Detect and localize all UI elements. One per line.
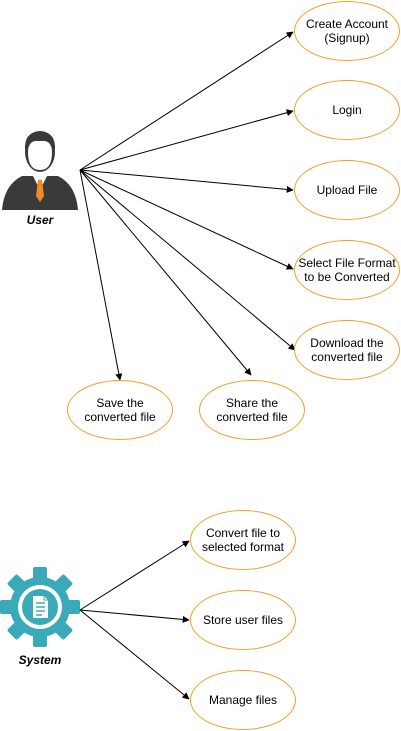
use-case-convert[interactable]: Convert file to selected format [190,510,296,570]
user-actor-icon [2,131,78,210]
use-case-download[interactable]: Download the converted file [294,320,400,380]
association-store [79,609,190,623]
use-case-login[interactable]: Login [294,80,400,140]
association-select-format [79,169,294,270]
use-case-select-format[interactable]: Select File Format to be Converted [294,240,400,300]
association-login [79,109,294,171]
system-associations [79,540,190,700]
association-download [79,169,296,351]
association-convert [79,540,190,611]
use-case-create-account[interactable]: Create Account (Signup) [294,1,400,61]
association-signup [79,31,294,171]
association-manage [79,609,190,700]
system-gear-icon [0,567,80,647]
use-case-manage-files[interactable]: Manage files [190,670,296,730]
association-share [79,169,252,376]
system-actor-label: System [18,653,62,667]
use-case-store-files[interactable]: Store user files [190,590,296,650]
use-case-upload-file[interactable]: Upload File [294,160,400,220]
user-associations [79,31,296,381]
user-actor-label: User [26,213,54,227]
association-upload [79,169,294,193]
use-case-save[interactable]: Save the converted file [67,380,173,440]
association-save [79,169,123,381]
use-case-share[interactable]: Share the converted file [199,380,305,440]
